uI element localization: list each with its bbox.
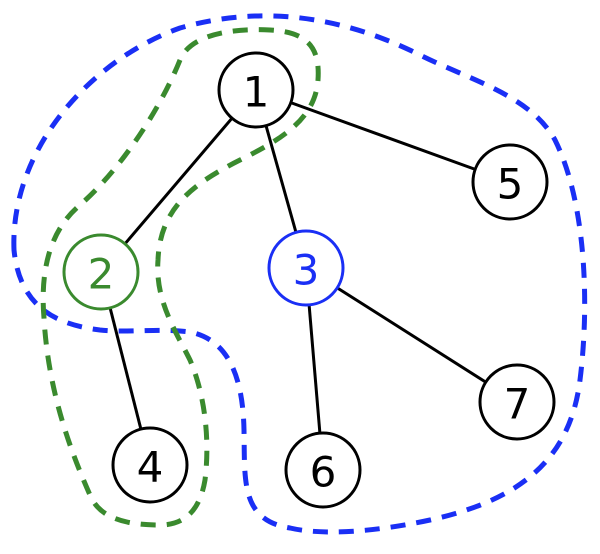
node-4: 4 xyxy=(111,426,189,504)
node-circle xyxy=(284,431,362,509)
blue-region-contour xyxy=(11,13,588,535)
edge-3-6 xyxy=(307,304,322,434)
node-label: 7 xyxy=(504,380,531,429)
node-circle xyxy=(471,143,549,221)
node-circle xyxy=(267,229,345,307)
edge-1-2 xyxy=(123,117,234,245)
node-label: 1 xyxy=(243,68,270,117)
edge-3-7 xyxy=(336,286,487,384)
edge-2-4 xyxy=(108,307,143,430)
node-2: 2 xyxy=(62,233,140,311)
node-label: 2 xyxy=(88,250,115,299)
node-label: 3 xyxy=(293,246,320,295)
edge-1-5 xyxy=(290,101,476,171)
node-7: 7 xyxy=(478,363,556,441)
green-region-contour xyxy=(40,27,321,528)
node-6: 6 xyxy=(284,431,362,509)
node-circle xyxy=(478,363,556,441)
node-circle xyxy=(217,51,295,129)
edge-1-3 xyxy=(264,125,298,233)
node-circle xyxy=(62,233,140,311)
nodes-group: 1 2 3 4 5 6 7 xyxy=(62,51,556,509)
node-3: 3 xyxy=(267,229,345,307)
node-label: 5 xyxy=(497,160,524,209)
node-5: 5 xyxy=(471,143,549,221)
node-label: 4 xyxy=(137,443,164,492)
node-1: 1 xyxy=(217,51,295,129)
node-label: 6 xyxy=(310,448,337,497)
edges-group xyxy=(108,101,487,434)
node-circle xyxy=(111,426,189,504)
